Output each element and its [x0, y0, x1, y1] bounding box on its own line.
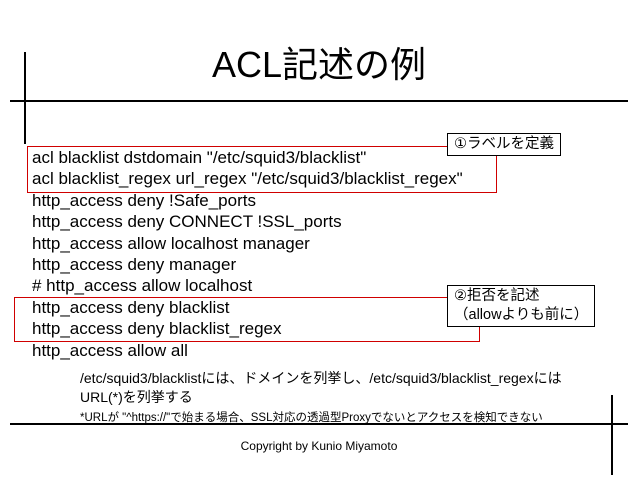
code-line: http_access deny blacklist: [32, 297, 230, 317]
code-line: acl blacklist dstdomain "/etc/squid3/bla…: [32, 148, 367, 167]
left-accent-line: [24, 52, 26, 144]
top-divider-line: [10, 100, 628, 102]
footnote: *URLが "^https://"で始まる場合、SSL対応の透過型Proxyでな…: [80, 412, 543, 424]
code-line: http_access allow localhost manager: [32, 233, 310, 253]
deny-highlight-box: [14, 297, 480, 342]
note-line2: URL(*)を列挙する: [80, 389, 193, 405]
label-callout-text: ①ラベルを定義: [454, 136, 554, 152]
slide-title: ACL記述の例: [211, 44, 427, 85]
copyright: Copyright by Kunio Miyamoto: [240, 439, 398, 453]
deny-callout: ②拒否を記述 （allowよりも前に）: [447, 285, 596, 327]
bottom-divider-line: [10, 423, 628, 425]
code-line: http_access deny blacklist_regex: [32, 319, 282, 339]
right-accent-line: [611, 395, 613, 475]
code-line: http_access deny manager: [32, 255, 237, 274]
code-line: http_access deny !Safe_ports: [32, 190, 256, 210]
deny-callout-line1: ②拒否を記述: [454, 288, 540, 304]
note-line1: /etc/squid3/blacklistには、ドメインを列挙し、/etc/sq…: [80, 370, 562, 386]
code-line: http_access deny CONNECT !SSL_ports: [32, 212, 342, 232]
code-line: http_access allow all: [32, 340, 188, 360]
deny-callout-line2: （allowよりも前に）: [454, 307, 589, 323]
code-line: # http_access allow localhost: [32, 276, 253, 296]
code-line: acl blacklist_regex url_regex "/etc/squi…: [32, 169, 463, 189]
acl-highlight-box: [27, 146, 497, 193]
label-callout: ①ラベルを定義: [447, 133, 561, 156]
